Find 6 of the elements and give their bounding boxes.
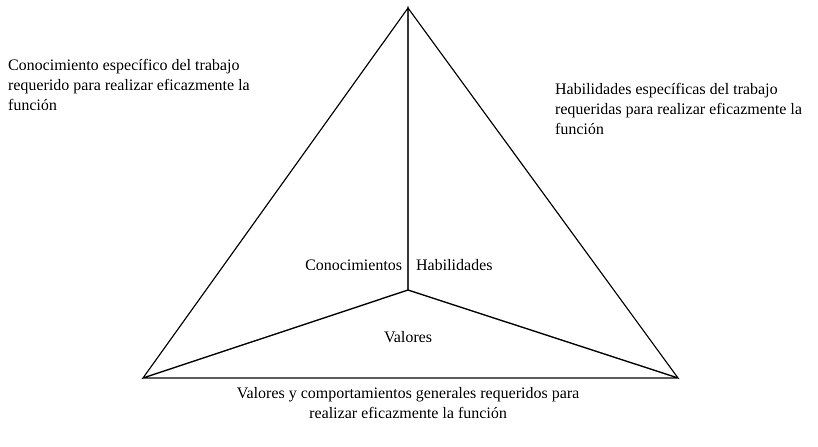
section-label: Valores <box>384 329 432 346</box>
section-label: Habilidades <box>416 257 492 274</box>
description-text: Conocimiento específico del trabajo requerido para realizar eficazmente la función <box>8 56 251 116</box>
description-text: Valores y comportamientos generales requeridos para realizar eficazmente la función <box>236 384 580 424</box>
description-text: Habilidades específicas del trabajo requeridas para realizar eficazmente la función <box>555 80 803 140</box>
section-label: Conocimientos <box>305 257 402 274</box>
